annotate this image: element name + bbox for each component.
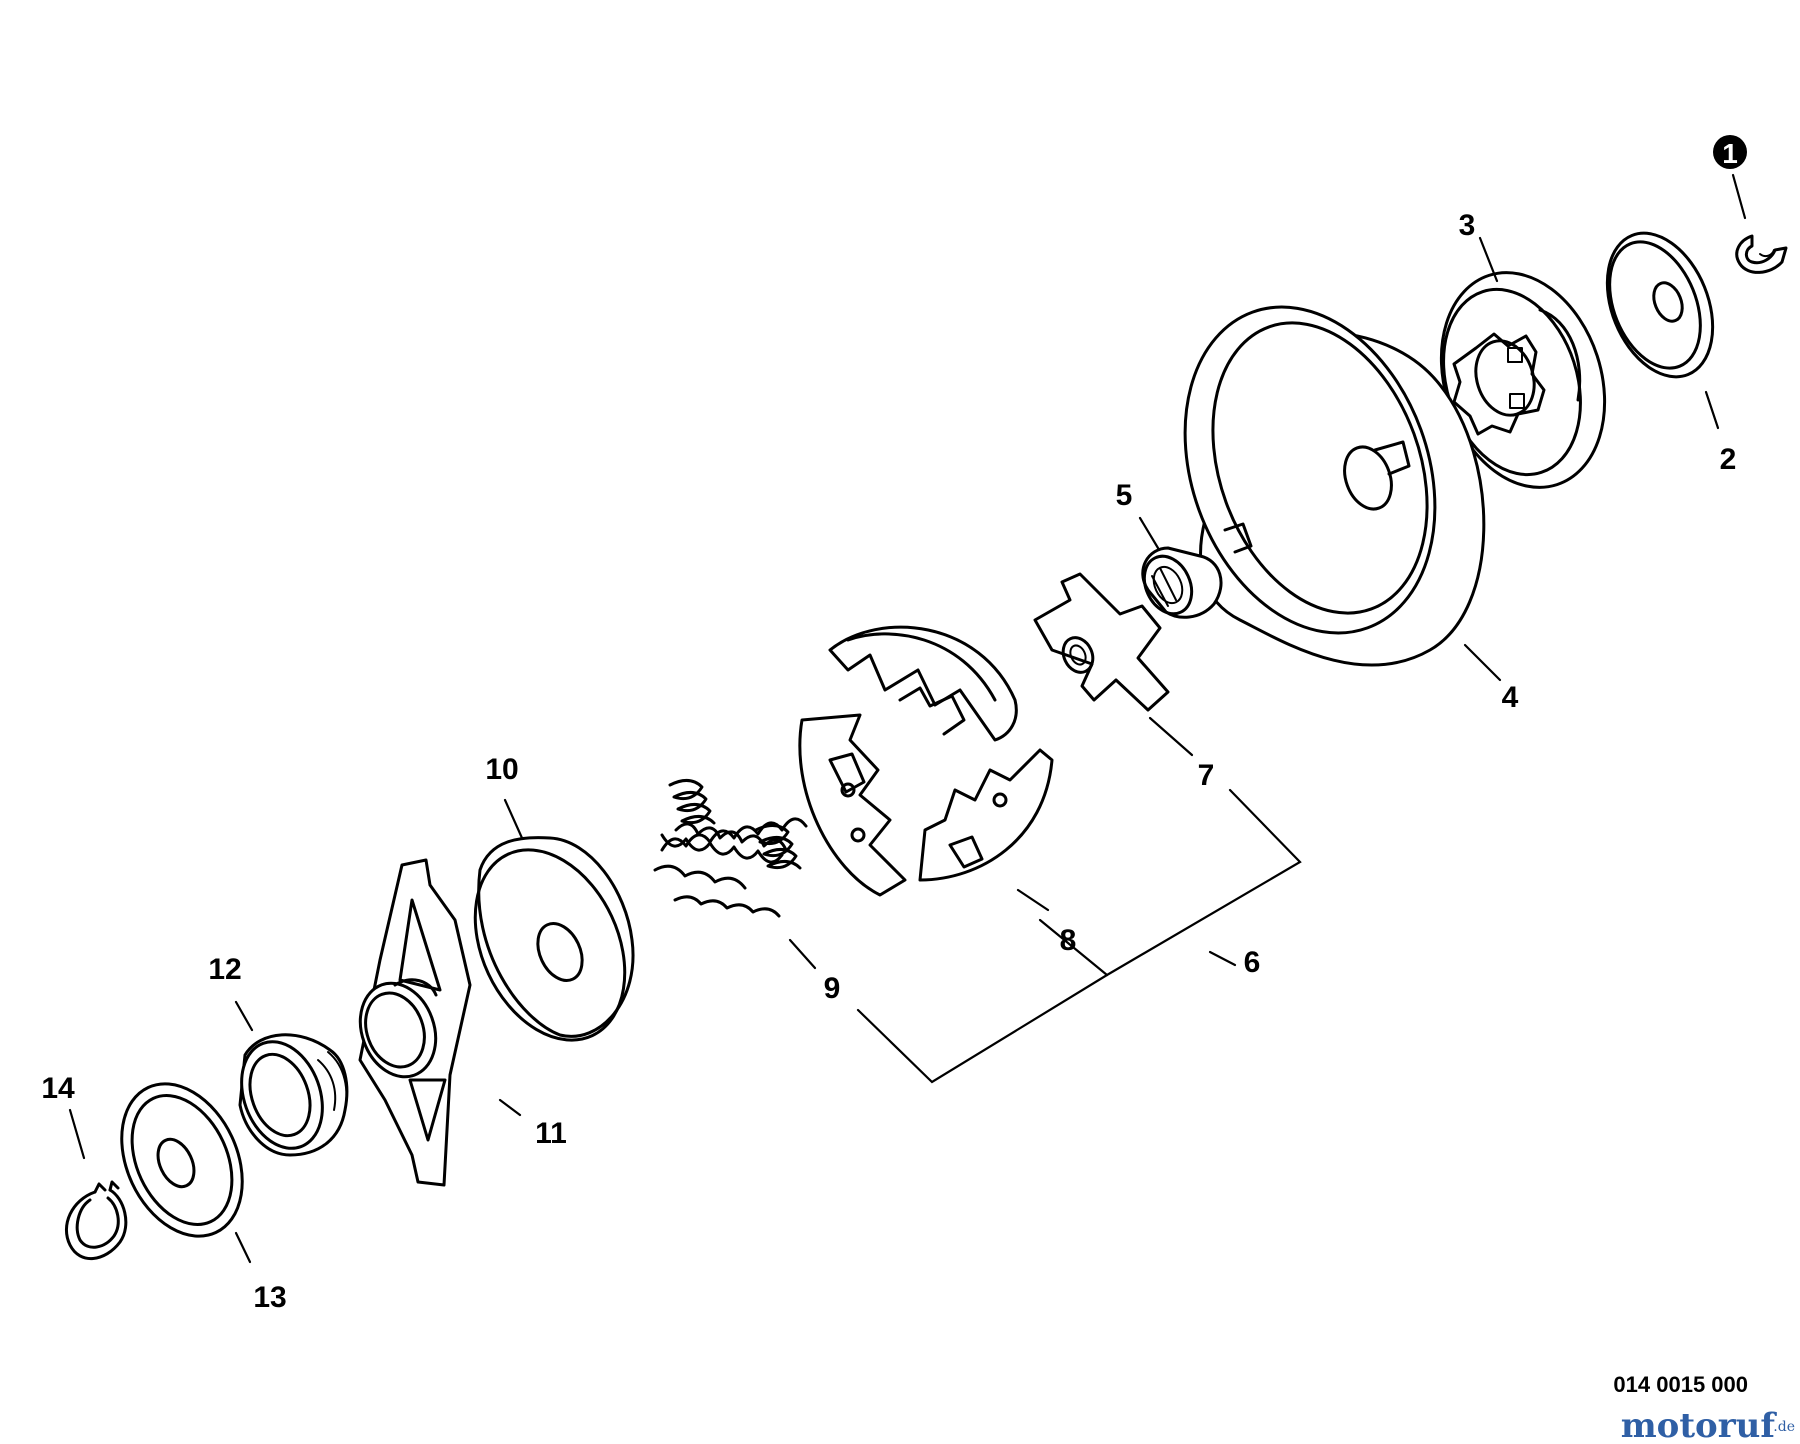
part-13-washer: 13 (120, 1082, 287, 1314)
callout-7: 7 (1198, 759, 1215, 792)
callout-14: 14 (41, 1072, 75, 1105)
callout-8: 8 (1060, 924, 1077, 957)
callout-12: 12 (208, 953, 241, 986)
part-5-needle-bearing: 5 (1116, 479, 1223, 619)
watermark-brand: motoruf (1621, 1406, 1778, 1444)
part-9-springs: 9 (653, 779, 841, 1005)
part-3-sprocket: 3 (1439, 209, 1607, 489)
part-8-clutch-shoes: 8 (798, 625, 1077, 957)
callout-2: 2 (1720, 443, 1737, 476)
callout-3: 3 (1459, 209, 1476, 242)
watermark-suffix: .de (1773, 1419, 1795, 1435)
part-12-worm-gear: 12 (208, 953, 349, 1157)
callout-9: 9 (824, 972, 841, 1005)
callout-11: 11 (535, 1117, 567, 1150)
callout-10: 10 (485, 753, 518, 786)
callout-13: 13 (253, 1281, 286, 1314)
part-1-e-clip: 1 (1713, 135, 1788, 274)
part-10-large-washer: 10 (473, 753, 635, 1042)
callout-1: 1 (1722, 138, 1738, 169)
callout-4: 4 (1502, 681, 1519, 714)
part-7-clutch-hub: 7 (1033, 572, 1215, 792)
diagram-code: 014 0015 000 (1613, 1372, 1748, 1397)
callout-6: 6 (1244, 946, 1261, 979)
part-4-clutch-drum: 4 (1183, 305, 1519, 714)
part-14-snap-ring: 14 (41, 1072, 128, 1261)
part-6-assembly-bracket: 6 (856, 788, 1302, 1084)
part-2-washer: 2 (1605, 231, 1737, 476)
watermark-logo: motoruf .de (1621, 1406, 1795, 1444)
callout-5: 5 (1116, 479, 1133, 512)
part-11-drive-plate: 11 (358, 858, 567, 1187)
